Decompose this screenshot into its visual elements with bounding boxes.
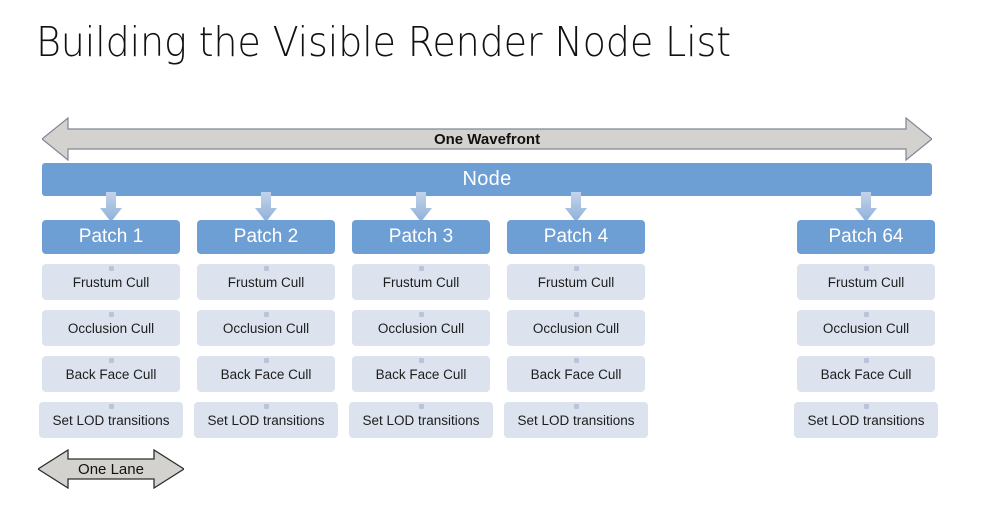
connector-dot <box>418 312 424 317</box>
stage-box[interactable]: Set LOD transitions <box>39 402 183 438</box>
connector-dot <box>108 312 114 317</box>
stage-box[interactable]: Occlusion Cull <box>352 310 490 346</box>
connector-dot <box>863 312 869 317</box>
patch-header[interactable]: Patch 2 <box>197 220 335 254</box>
patch-header[interactable]: Patch 4 <box>507 220 645 254</box>
stage-connector-wrap: Back Face Cull <box>42 356 180 392</box>
connector-dot <box>263 266 269 271</box>
connector-dot <box>263 404 269 409</box>
stage-connector-wrap: Back Face Cull <box>797 356 935 392</box>
node-to-patch-arrow <box>565 192 587 222</box>
stage-connector-wrap: Back Face Cull <box>507 356 645 392</box>
node-bar: Node <box>42 163 932 196</box>
stage-connector-wrap: Frustum Cull <box>42 264 180 300</box>
connector-dot <box>573 404 579 409</box>
stage-connector-wrap: Back Face Cull <box>352 356 490 392</box>
stage-connector-wrap: Occlusion Cull <box>507 310 645 346</box>
stage-connector-wrap: Occlusion Cull <box>197 310 335 346</box>
node-to-patch-arrow <box>410 192 432 222</box>
stage-connector-wrap: Occlusion Cull <box>42 310 180 346</box>
connector-dot <box>108 358 114 363</box>
connector-dot <box>108 404 114 409</box>
node-to-patch-arrow <box>100 192 122 222</box>
stage-box[interactable]: Set LOD transitions <box>504 402 648 438</box>
node-to-patch-arrow <box>255 192 277 222</box>
stage-box[interactable]: Frustum Cull <box>352 264 490 300</box>
stage-box[interactable]: Occlusion Cull <box>797 310 935 346</box>
connector-dot <box>573 312 579 317</box>
stage-connector-wrap: Frustum Cull <box>352 264 490 300</box>
connector-dot <box>863 266 869 271</box>
stage-connector-wrap: Set LOD transitions <box>349 402 493 438</box>
connector-dot <box>418 404 424 409</box>
connector-dot <box>573 266 579 271</box>
stage-connector-wrap: Set LOD transitions <box>194 402 338 438</box>
connector-dot <box>418 358 424 363</box>
stage-box[interactable]: Frustum Cull <box>797 264 935 300</box>
patch-header[interactable]: Patch 3 <box>352 220 490 254</box>
connector-dot <box>108 266 114 271</box>
node-bar-label: Node <box>462 168 512 190</box>
node-to-patch-arrow <box>855 192 877 222</box>
stage-connector-wrap: Frustum Cull <box>797 264 935 300</box>
stage-connector-wrap: Set LOD transitions <box>794 402 938 438</box>
stage-connector-wrap: Frustum Cull <box>507 264 645 300</box>
stage-connector-wrap: Occlusion Cull <box>797 310 935 346</box>
stage-connector-wrap: Set LOD transitions <box>39 402 183 438</box>
stage-connector-wrap: Frustum Cull <box>197 264 335 300</box>
page-title: Building the Visible Render Node List <box>36 18 731 66</box>
stage-box[interactable]: Occlusion Cull <box>197 310 335 346</box>
stage-connector-wrap: Set LOD transitions <box>504 402 648 438</box>
patch-header[interactable]: Patch 1 <box>42 220 180 254</box>
one-wavefront-arrow <box>42 116 932 162</box>
connector-dot <box>863 404 869 409</box>
connector-dot <box>418 266 424 271</box>
patch-header[interactable]: Patch 64 <box>797 220 935 254</box>
stage-connector-wrap: Occlusion Cull <box>352 310 490 346</box>
connector-dot <box>263 358 269 363</box>
connector-dot <box>863 358 869 363</box>
connector-dot <box>263 312 269 317</box>
stage-connector-wrap: Back Face Cull <box>197 356 335 392</box>
connector-dot <box>573 358 579 363</box>
one-lane-arrow <box>38 449 184 489</box>
